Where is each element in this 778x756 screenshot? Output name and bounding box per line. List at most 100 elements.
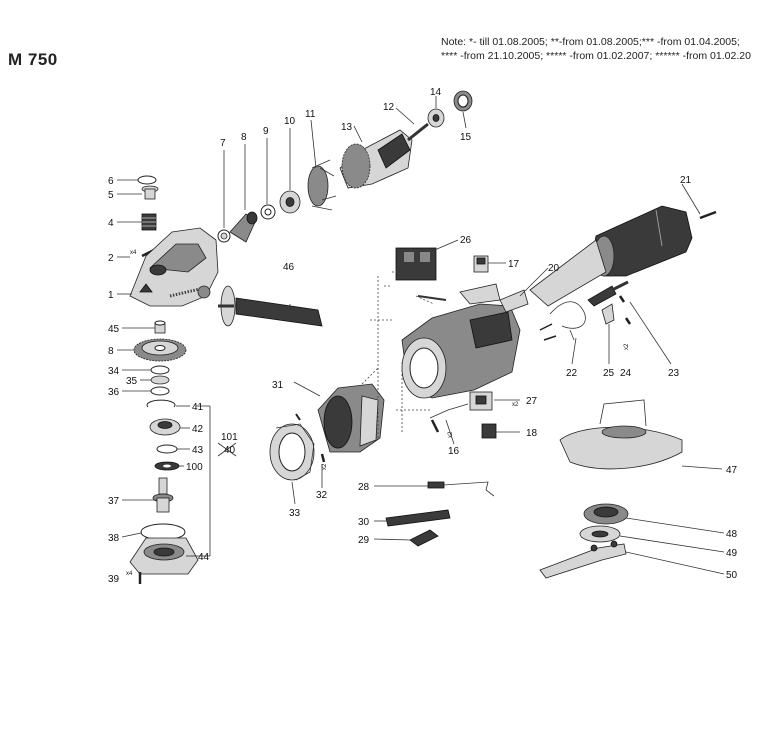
part-47-wheel-guard (559, 399, 683, 470)
label-8-gear: 8 (108, 346, 114, 357)
label-34: 34 (108, 366, 120, 377)
part-17-brush-holder (473, 255, 489, 273)
label-26: 26 (460, 235, 472, 246)
part-46-side-handle (218, 285, 323, 327)
part-37-spindle (152, 477, 174, 513)
label-46: 46 (283, 262, 295, 273)
assembly-bracket (196, 405, 237, 557)
qty-x2-screw-24: x2 (624, 343, 630, 350)
part-10-bearing (279, 190, 301, 214)
label-6: 6 (108, 176, 114, 187)
part-29-switch-knob (409, 529, 439, 547)
label-7: 7 (220, 138, 226, 149)
part-13-armature (339, 122, 429, 189)
label-25: 25 (603, 368, 615, 379)
part-6-o-ring (137, 175, 157, 185)
label-23: 23 (668, 368, 680, 379)
part-33-fan-guide (269, 423, 315, 481)
part-28-rod-spring (427, 481, 495, 497)
label-9: 9 (263, 126, 269, 137)
part-20-motor-cover (529, 205, 693, 307)
label-13: 13 (341, 122, 353, 133)
part-9-washer (260, 204, 276, 220)
part-26-switch (395, 247, 437, 281)
label-27: 27 (526, 396, 538, 407)
label-45: 45 (108, 324, 120, 335)
label-5: 5 (108, 190, 114, 201)
label-38: 38 (108, 533, 120, 544)
part-8-pinion (229, 211, 258, 243)
part-25-clamp (601, 303, 615, 325)
part-31-stator (317, 383, 385, 453)
qty-x2-lead-16: x2 (448, 431, 454, 438)
label-10: 10 (284, 116, 296, 127)
part-15-cap (453, 90, 473, 112)
label-29: 29 (358, 535, 370, 546)
part-49-flange (579, 525, 621, 543)
label-15: 15 (460, 132, 472, 143)
qty-x4-screw-39: x4 (126, 571, 133, 577)
part-30-slide (385, 509, 451, 527)
label-35: 35 (126, 376, 138, 387)
motor-housing (401, 289, 529, 399)
label-40: 40 (224, 445, 236, 456)
label-24: 24 (620, 368, 632, 379)
qty-x2-screw-32: x2 (322, 463, 328, 470)
label-16: 16 (448, 446, 460, 457)
assembly-dashed-lines (361, 271, 435, 440)
part-16-lead (429, 403, 469, 433)
label-49: 49 (726, 548, 738, 559)
part-labels: 6 5 4 2 1 45 8 34 35 36 41 42 43 101 40 … (108, 87, 738, 585)
label-1: 1 (108, 290, 114, 301)
label-101: 101 (221, 432, 238, 443)
part-24-screw (618, 295, 632, 325)
label-33: 33 (289, 508, 301, 519)
label-20: 20 (548, 263, 560, 274)
label-100: 100 (186, 462, 203, 473)
qty-x4-screw-2: x4 (130, 250, 137, 256)
qty-x2-brush-27: x2 (512, 402, 519, 408)
label-48: 48 (726, 529, 738, 540)
part-11-fan (307, 159, 337, 211)
leader-lines (117, 96, 725, 575)
label-14: 14 (430, 87, 442, 98)
label-50: 50 (726, 570, 738, 581)
label-21: 21 (680, 175, 692, 186)
label-8-pinion: 8 (241, 132, 247, 143)
label-4: 4 (108, 218, 114, 229)
part-21-screw (699, 210, 717, 220)
part-48-flange-nut (583, 503, 629, 525)
part-14-bearing (427, 108, 445, 128)
label-47: 47 (726, 465, 738, 476)
part-44-bearing-flange (129, 537, 199, 575)
label-42: 42 (192, 424, 204, 435)
part-1-gear-housing (129, 227, 219, 307)
part-4-spring (141, 213, 157, 231)
label-43: 43 (192, 445, 204, 456)
part-43-ring (156, 444, 178, 454)
part-8-bevel-gear (133, 338, 187, 362)
part-22-cable (539, 301, 586, 341)
parts-34-35-36-washers (150, 365, 170, 396)
part-32-screw (295, 413, 326, 463)
part-45-bushing (154, 320, 166, 334)
label-2: 2 (108, 253, 114, 264)
label-44: 44 (198, 552, 210, 563)
model-title: M 750 (8, 50, 58, 69)
part-27-brush-holder (469, 391, 493, 411)
label-22: 22 (566, 368, 578, 379)
label-41: 41 (192, 402, 204, 413)
part-23-cable-sleeve (587, 280, 629, 307)
label-39: 39 (108, 574, 120, 585)
part-50-pin-wrench (539, 540, 627, 579)
label-30: 30 (358, 517, 370, 528)
label-17: 17 (508, 259, 520, 270)
part-41-circlip (146, 399, 176, 408)
part-7-nut (217, 229, 231, 243)
label-11: 11 (305, 109, 316, 120)
part-100-washer (154, 461, 180, 471)
part-5-spindle-lock-button (141, 185, 159, 200)
quantity-marks: x4 x4 x2 x2 x2 x2 (126, 250, 630, 577)
label-31: 31 (272, 380, 284, 391)
part-18-carbon-brush (481, 423, 497, 439)
